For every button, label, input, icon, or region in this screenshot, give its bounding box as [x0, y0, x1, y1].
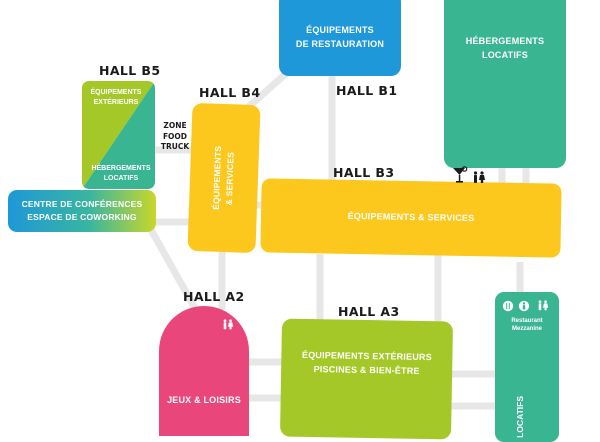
- zone-food-truck-label: ZONE FOOD TRUCK: [157, 121, 193, 153]
- mezzanine-label: Restaurant Mezzanine: [499, 317, 555, 334]
- b5-hebergements-text: HÉBERGEMENTS LOCATIFS: [89, 164, 153, 184]
- restauration-block[interactable]: ÉQUIPEMENTS DE RESTAURATION: [279, 0, 401, 76]
- hall-b1-label: HALL B1: [336, 83, 398, 98]
- restroom-icon: [473, 171, 485, 183]
- hall-b5-block[interactable]: ÉQUIPEMENTS EXTÉRIEURS HÉBERGEMENTS LOCA…: [82, 81, 155, 189]
- hall-b4-label: HALL B4: [199, 85, 261, 100]
- restroom-icon: [518, 300, 530, 312]
- b5-exterieurs-line2: EXTÉRIEURS: [93, 99, 139, 107]
- zone-food-truck-line1: ZONE: [163, 121, 187, 130]
- walkway-paths: [120, 67, 530, 410]
- b5-hebergements-line2: LOCATIFS: [103, 175, 139, 183]
- b5-exterieurs-text: ÉQUIPEMENTS EXTÉRIEURS: [86, 88, 146, 108]
- hebergements-top-block[interactable]: HÉBERGEMENTS LOCATIFS: [444, 0, 566, 168]
- conferences-line2: ESPACE DE COWORKING: [27, 212, 137, 222]
- hebergements-top-line1: HÉBERGEMENTS: [465, 36, 545, 47]
- b3-services-text: ÉQUIPEMENTS & SERVICES: [347, 210, 475, 224]
- restauration-line1: ÉQUIPEMENTS: [306, 25, 374, 36]
- mezzanine-line2: Mezzanine: [511, 326, 542, 333]
- b4-services-text: ÉQUIPEMENTS & SERVICES: [210, 146, 238, 211]
- right-partial-text: LOCATIFS: [515, 396, 525, 438]
- hebergements-top-line2: LOCATIFS: [482, 50, 528, 60]
- hall-a3-label: HALL A3: [338, 304, 400, 319]
- hall-a2-label: HALL A2: [183, 289, 245, 304]
- a3-exterieurs-line2: PISCINES & BIEN-ÊTRE: [313, 364, 420, 376]
- b4-services-line2: & SERVICES: [224, 151, 236, 206]
- conferences-line1: CENTRE DE CONFÉRENCES: [21, 199, 143, 210]
- b4-services-block[interactable]: ÉQUIPEMENTS & SERVICES: [187, 102, 261, 254]
- conferences-block[interactable]: CENTRE DE CONFÉRENCES ESPACE DE COWORKIN…: [8, 190, 156, 232]
- zone-food-truck-line3: TRUCK: [160, 142, 190, 151]
- mezzanine-line1: Restaurant: [511, 318, 543, 324]
- a3-exterieurs-block[interactable]: ÉQUIPEMENTS EXTÉRIEURS PISCINES & BIEN-Ê…: [279, 318, 454, 440]
- hall-b5-split: [82, 81, 155, 189]
- b3-services-block[interactable]: ÉQUIPEMENTS & SERVICES: [260, 178, 562, 258]
- b5-hebergements-line1: HÉBERGEMENTS: [91, 165, 151, 172]
- cocktail-icon: [453, 166, 468, 183]
- restaurant-icon: [502, 300, 514, 312]
- b5-exterieurs-line1: ÉQUIPEMENTS: [90, 89, 142, 96]
- restauration-line2: DE RESTAURATION: [295, 39, 385, 49]
- zone-food-truck-line2: FOOD: [162, 131, 188, 141]
- jeux-text: JEUX & LOISIRS: [167, 395, 241, 406]
- mezzanine-block[interactable]: Restaurant Mezzanine LOCATIFS: [495, 292, 559, 442]
- restroom-icon: [538, 300, 549, 311]
- hall-b5-label: HALL B5: [99, 63, 161, 78]
- restroom-icon: [223, 319, 234, 330]
- jeux-block[interactable]: JEUX & LOISIRS: [159, 306, 249, 436]
- hall-b3-label: HALL B3: [333, 165, 395, 180]
